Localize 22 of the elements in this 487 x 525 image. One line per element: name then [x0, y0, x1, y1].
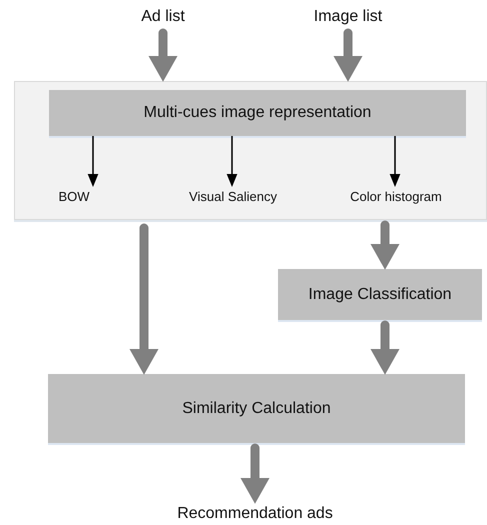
- feature-label: Color histogram: [350, 188, 442, 204]
- feature-label: Visual Saliency: [189, 188, 277, 204]
- input-label: Image list: [314, 8, 382, 26]
- process-box: [278, 269, 482, 320]
- arrow: [370, 320, 400, 375]
- arrow: [240, 444, 270, 504]
- arrow: [334, 28, 362, 82]
- arrow: [148, 28, 178, 82]
- panel-background: [14, 81, 487, 220]
- box-label: Similarity Calculation: [182, 400, 331, 418]
- process-box: [49, 90, 466, 136]
- box-label: Image Classification: [308, 286, 452, 304]
- arrow: [370, 220, 400, 270]
- box-label: Multi-cues image representation: [144, 104, 372, 122]
- arrow: [88, 136, 98, 187]
- arrow: [390, 136, 400, 187]
- feature-label: BOW: [58, 188, 90, 204]
- arrow: [130, 224, 158, 375]
- output-label: Recommendation ads: [177, 505, 333, 523]
- arrow: [226, 136, 238, 187]
- input-label: Ad list: [141, 8, 185, 26]
- process-box: [48, 374, 465, 443]
